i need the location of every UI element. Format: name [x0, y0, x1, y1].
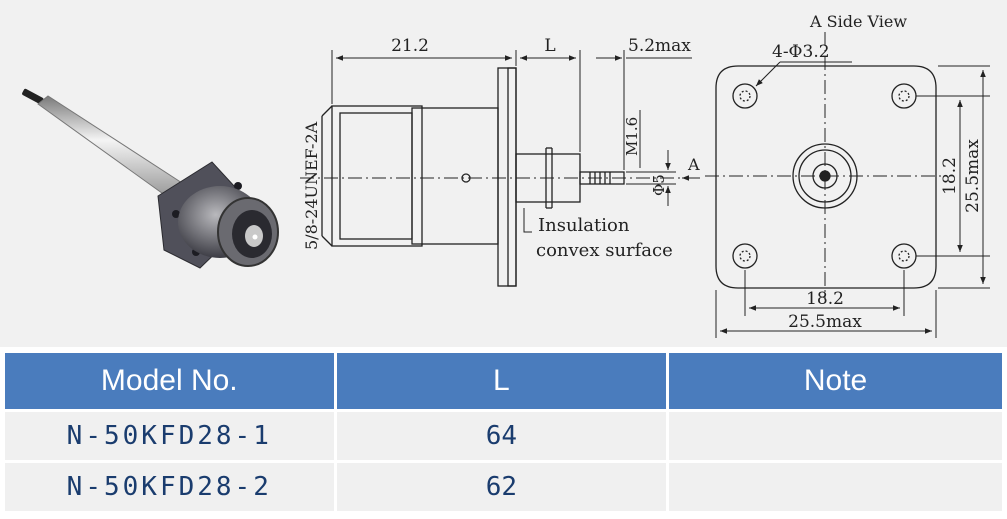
pin-thread-label: M1.6: [623, 117, 641, 156]
hole-label: 4-Φ3.2: [772, 42, 830, 62]
flange-max-v-label: 25.5max: [963, 139, 983, 213]
drawing-canvas: 21.2 L 5.2max 5/8-24UNEF-2A M1.6 Φ5 A In…: [22, 12, 990, 338]
thread-label: 5/8-24UNEF-2A: [302, 121, 321, 250]
cell-note: [669, 412, 1002, 460]
spec-table: Model No. L Note N-50KFD28-1 64 N-50KFD2…: [2, 350, 1005, 514]
pin-diameter-label: Φ5: [650, 174, 668, 196]
dim-L-label: L: [544, 36, 555, 56]
table-row: N-50KFD28-2 62: [5, 463, 1002, 511]
header-L: L: [336, 353, 667, 409]
hole-spacing-h-label: 18.2: [806, 289, 844, 309]
header-model: Model No.: [5, 353, 334, 409]
hole-spacing-v-label: 18.2: [940, 157, 960, 195]
connector-photo: [22, 88, 279, 269]
dim-pin-max-label: 5.2max: [628, 36, 691, 56]
connector-side-view: [321, 67, 625, 287]
cell-L: 64: [336, 412, 667, 460]
table-row: N-50KFD28-1 64: [5, 412, 1002, 460]
insulation-label-line2: convex surface: [536, 240, 673, 261]
technical-drawing: 21.2 L 5.2max 5/8-24UNEF-2A M1.6 Φ5 A In…: [0, 0, 1007, 347]
cell-L: 62: [336, 463, 667, 511]
flange-max-h-label: 25.5max: [788, 312, 862, 332]
cell-model: N-50KFD28-2: [5, 463, 334, 511]
header-note: Note: [669, 353, 1002, 409]
side-view-title: A Side View: [809, 12, 907, 31]
flange-end-view: [715, 65, 937, 289]
insulation-label-line1: Insulation: [538, 215, 630, 236]
view-arrow-label: A: [687, 155, 700, 174]
table-header-row: Model No. L Note: [5, 353, 1002, 409]
cell-note: [669, 463, 1002, 511]
dim-length-label: 21.2: [391, 36, 429, 56]
end-view-dimensions: [715, 61, 990, 338]
cell-model: N-50KFD28-1: [5, 412, 334, 460]
side-view-dimensions: [331, 50, 700, 233]
